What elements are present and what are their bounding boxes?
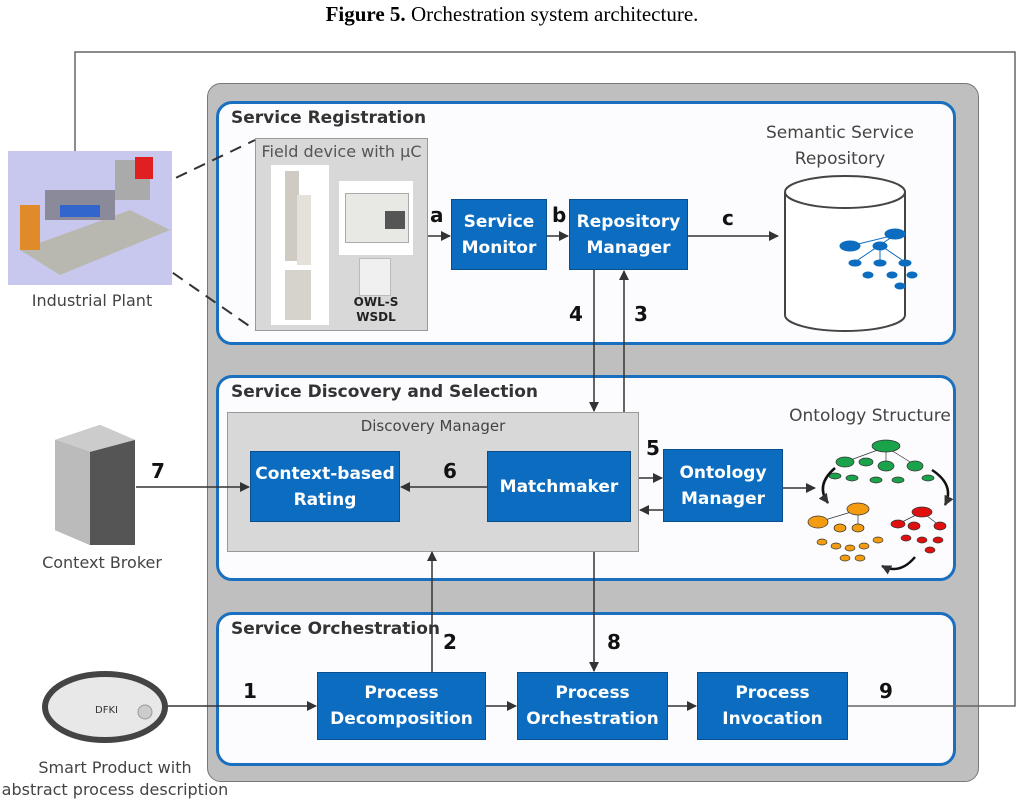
document-icon — [359, 258, 391, 296]
step-3: 3 — [634, 302, 648, 326]
microcontroller-image — [339, 181, 413, 255]
field-device-title: Field device with µC — [261, 142, 422, 161]
repository-cylinder-icon — [784, 175, 906, 332]
industrial-plant-image — [8, 151, 172, 285]
step-2: 2 — [443, 630, 457, 654]
wsdl-label: WSDL — [356, 310, 396, 324]
step-5: 5 — [646, 436, 660, 460]
step-b: b — [552, 203, 567, 227]
discovery-manager-label: Discovery Manager — [360, 417, 506, 435]
figure-caption-text: Orchestration system architecture. — [410, 2, 699, 26]
smart-product-description-label: abstract process description — [1, 780, 229, 799]
smart-product-label: Smart Product with — [38, 758, 192, 777]
figure-caption: Figure 5. Orchestration system architect… — [0, 2, 1024, 27]
context-rating-box: Context-based Rating — [250, 451, 400, 522]
service-monitor-box: Service Monitor — [451, 199, 547, 270]
repository-graph-icon — [839, 228, 918, 290]
section-title: Service Orchestration — [231, 619, 440, 639]
step-a: a — [430, 203, 444, 227]
ontology-red-tree-icon — [890, 506, 947, 554]
context-broker-label: Context Broker — [42, 553, 162, 572]
process-orchestration-box: Process Orchestration — [517, 672, 668, 740]
step-7: 7 — [151, 459, 165, 483]
ontology-green-tree-icon — [828, 439, 935, 484]
process-decomposition-box: Process Decomposition — [317, 672, 486, 740]
arrow-9 — [70, 51, 1016, 707]
ontology-structure-label: Ontology Structure — [789, 406, 951, 426]
step-8: 8 — [607, 630, 621, 654]
field-device-image — [271, 165, 329, 325]
semantic-repository-label: Semantic Service Repository — [766, 123, 914, 169]
figure-number: Figure 5. — [325, 2, 406, 26]
step-1: 1 — [243, 679, 257, 703]
repository-manager-box: Repository Manager — [569, 199, 688, 270]
industrial-plant-label: Industrial Plant — [31, 291, 153, 310]
smart-product-device-icon: DFKI — [42, 671, 168, 743]
step-9: 9 — [879, 679, 893, 703]
owls-label: OWL-S — [353, 295, 399, 309]
ontology-cycle-arrows — [818, 467, 954, 575]
context-broker-server-icon — [55, 425, 135, 545]
step-6: 6 — [443, 459, 457, 483]
smart-product-logo: DFKI — [95, 705, 118, 716]
process-invocation-box: Process Invocation — [697, 672, 848, 740]
step-4: 4 — [569, 302, 583, 326]
section-title: Service Registration — [231, 108, 427, 128]
ontology-manager-box: Ontology Manager — [663, 449, 783, 522]
matchmaker-box: Matchmaker — [487, 451, 631, 522]
step-c: c — [722, 206, 734, 230]
section-title: Service Discovery and Selection — [231, 382, 539, 402]
ontology-orange-tree-icon — [807, 502, 884, 562]
